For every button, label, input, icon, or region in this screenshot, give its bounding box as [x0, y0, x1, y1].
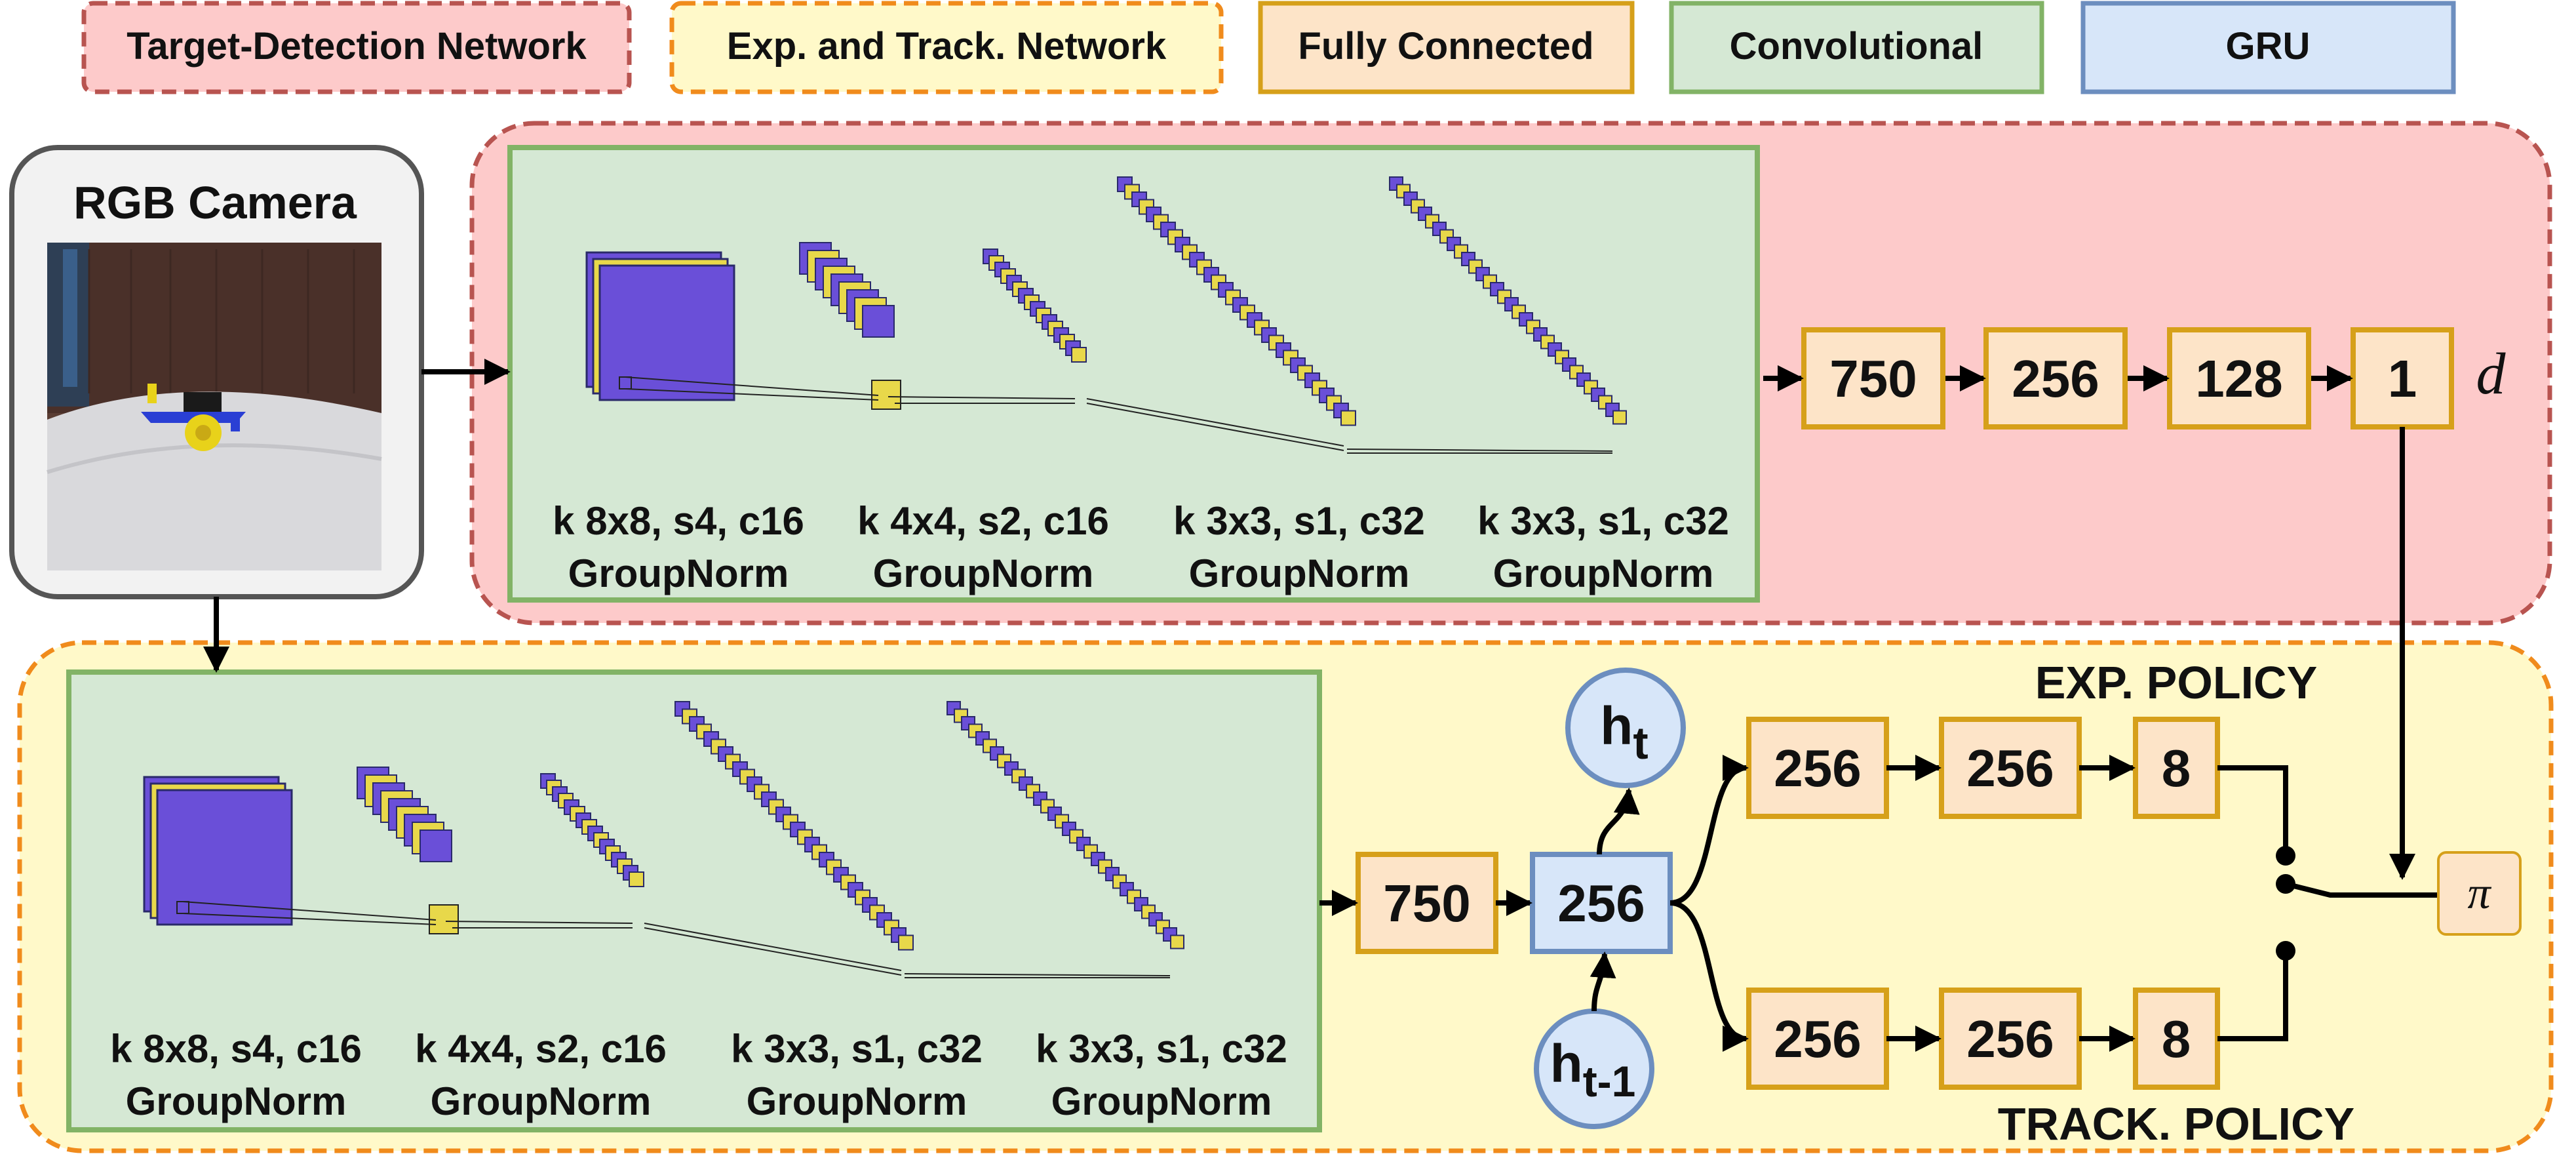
hidden-state-ht — [1565, 668, 1686, 788]
target-fc-1 — [2351, 327, 2454, 429]
target-fc-750 — [1801, 327, 1945, 429]
exp-conv4-norm: GroupNorm — [1051, 1079, 1272, 1123]
target-conv3-kernel: k 3x3, s1, c32 — [1173, 499, 1425, 543]
legend: Target-Detection Network Exp. and Track.… — [81, 1, 2456, 94]
exp-conv4-kernel: k 3x3, s1, c32 — [1036, 1027, 1287, 1071]
rgb-camera: RGB Camera — [9, 145, 424, 599]
legend-convolutional-label: Convolutional — [1730, 25, 1983, 68]
exp-conv3-kernel: k 3x3, s1, c32 — [731, 1027, 983, 1071]
exp-conv1-norm: GroupNorm — [126, 1079, 347, 1123]
track-policy-fc-1-label: 256 — [1774, 1010, 1861, 1068]
exp-policy-title: EXP. POLICY — [2035, 657, 2318, 708]
exp-policy: EXP. POLICY 256 256 8 — [1746, 657, 2318, 819]
target-conv3-norm: GroupNorm — [1189, 551, 1410, 595]
target-conv-feature-maps — [585, 176, 1627, 454]
exp-conv3-norm: GroupNorm — [747, 1079, 967, 1123]
exp-policy-fc-3-label: 8 — [2162, 739, 2191, 797]
camera-title: RGB Camera — [73, 177, 357, 228]
policy-switch — [2276, 846, 2438, 961]
track-policy: 256 256 8 TRACK. POLICY — [1746, 988, 2354, 1149]
exp-policy-fc-1 — [1746, 717, 1889, 819]
gru-cell-label: 256 — [1557, 874, 1645, 932]
target-conv-labels: k 8x8, s4, c16 GroupNorm k 4x4, s2, c16 … — [553, 499, 1729, 595]
legend-gru-label: GRU — [2226, 25, 2311, 68]
drone-icon — [141, 384, 246, 451]
target-fc-chain: 750 256 128 1 d — [1801, 327, 2507, 429]
exp-fc-750-label: 750 — [1383, 874, 1470, 932]
target-fc-256-label: 256 — [2012, 349, 2099, 408]
target-conv1-norm: GroupNorm — [568, 551, 789, 595]
hidden-state-ht-label: ht — [1600, 696, 1648, 769]
track-policy-fc-2 — [1939, 988, 2082, 1090]
exp-conv1-kernel: k 8x8, s4, c16 — [110, 1027, 362, 1071]
camera-image — [47, 243, 382, 570]
target-fc-256 — [1983, 327, 2128, 429]
legend-fully-connected-swatch — [1258, 1, 1635, 94]
legend-gru-swatch — [2080, 1, 2456, 94]
conv3-map-15 — [629, 871, 644, 887]
target-fc-128 — [2167, 327, 2311, 429]
exp-conv-labels: k 8x8, s4, c16 GroupNorm k 4x4, s2, c16 … — [110, 1027, 1287, 1123]
legend-exp-track-label: Exp. and Track. Network — [727, 25, 1167, 68]
track-policy-fc-2-label: 256 — [1966, 1010, 2054, 1068]
hidden-state-ht-1-label: ht-1 — [1550, 1034, 1636, 1106]
conv5-map-31 — [1170, 934, 1184, 949]
legend-exp-track-swatch — [669, 1, 1224, 94]
exp-policy-fc-2-label: 256 — [1966, 739, 2054, 797]
policy-output-pi-label: π — [2467, 868, 2491, 919]
conv2-map-8 — [862, 305, 895, 338]
conv5-map-31 — [1612, 410, 1627, 425]
legend-target-detection-swatch — [81, 1, 632, 94]
legend-target-detection-label: Target-Detection Network — [127, 25, 587, 68]
exp-policy-fc-1-label: 256 — [1774, 739, 1861, 797]
policy-output-pi — [2437, 851, 2522, 936]
conv4-map-31 — [1340, 410, 1356, 426]
target-fc-750-label: 750 — [1829, 349, 1917, 408]
connectors — [203, 359, 2415, 1052]
exp-conv-feature-maps — [143, 701, 1184, 978]
target-fc-1-label: 1 — [2388, 349, 2417, 408]
target-conv4-kernel: k 3x3, s1, c32 — [1477, 499, 1729, 543]
conv3-map-15 — [1071, 347, 1087, 363]
target-conv2-norm: GroupNorm — [873, 551, 1094, 595]
exp-conv2-norm: GroupNorm — [431, 1079, 652, 1123]
track-policy-fc-3-label: 8 — [2162, 1010, 2191, 1068]
detection-output-d: d — [2476, 342, 2507, 407]
exp-fc-750 — [1356, 852, 1498, 954]
track-policy-title: TRACK. POLICY — [1998, 1098, 2354, 1149]
legend-fully-connected-label: Fully Connected — [1298, 25, 1593, 68]
conv4-map-31 — [898, 934, 914, 951]
legend-convolutional-swatch — [1669, 1, 2044, 94]
exp-track-core: 750 256 ht ht-1 — [1356, 668, 1686, 1129]
target-conv2-kernel: k 4x4, s2, c16 — [857, 499, 1109, 543]
target-conv1-kernel: k 8x8, s4, c16 — [553, 499, 804, 543]
target-conv4-norm: GroupNorm — [1493, 551, 1714, 595]
target-fc-128-label: 128 — [2195, 349, 2282, 408]
conv2-map-8 — [420, 829, 452, 862]
exp-conv2-kernel: k 4x4, s2, c16 — [415, 1027, 667, 1071]
